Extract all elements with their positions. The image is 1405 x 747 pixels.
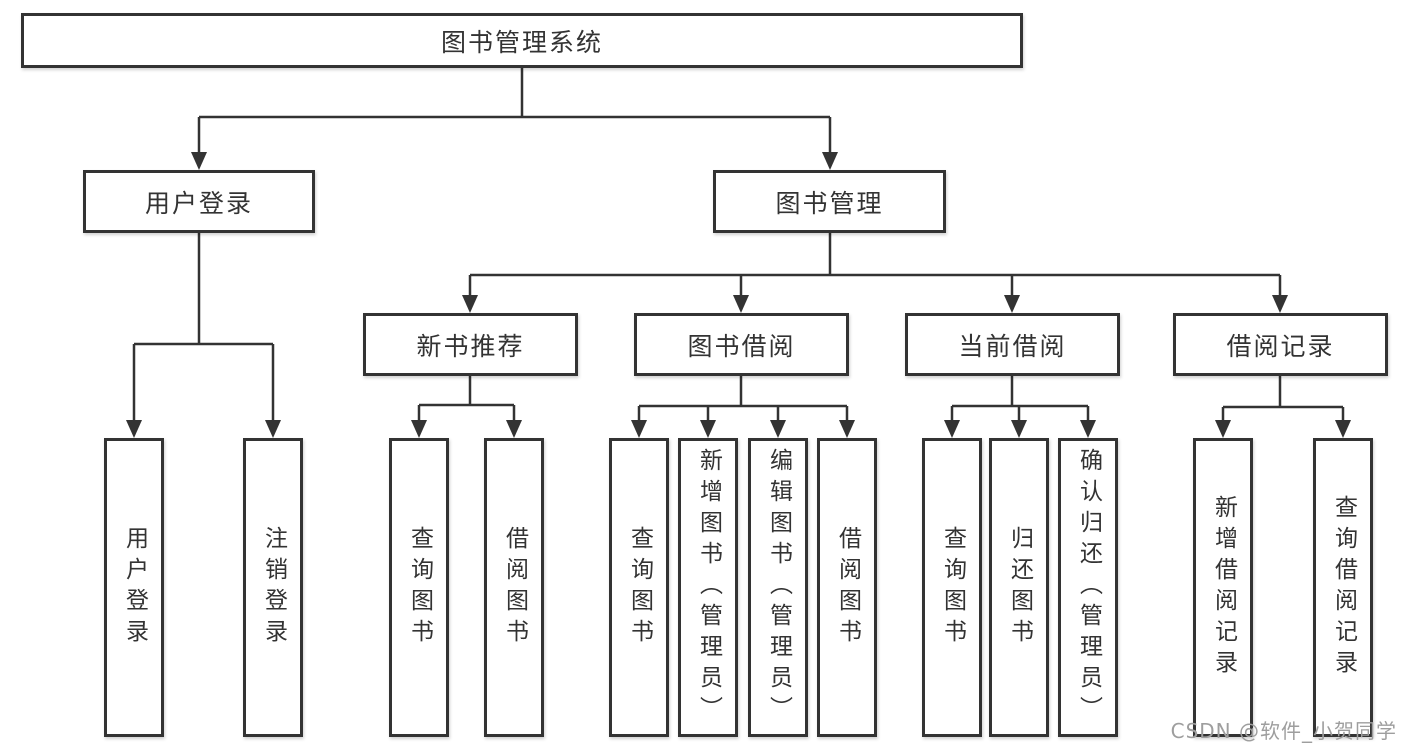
node-new-book-recommend: 新书推荐	[363, 313, 578, 376]
leaf-current-query-books: 查询图书	[922, 438, 982, 737]
node-user-login: 用户登录	[83, 170, 315, 233]
leaf-borrowing-query-books: 查询图书	[609, 438, 669, 737]
leaf-current-query-books-label: 查询图书	[939, 525, 966, 650]
leaf-add-books-admin-label: 新增图书（管理员）	[695, 448, 722, 727]
leaf-add-books-admin: 新增图书（管理员）	[678, 438, 738, 737]
leaf-logout: 注销登录	[243, 438, 303, 737]
leaf-confirm-return-admin: 确认归还（管理员）	[1058, 438, 1118, 737]
leaf-user-login: 用户登录	[104, 438, 164, 737]
leaf-borrowing-borrow-books: 借阅图书	[817, 438, 877, 737]
node-borrowing-records: 借阅记录	[1173, 313, 1388, 376]
leaf-recommend-query-books: 查询图书	[389, 438, 449, 737]
leaf-edit-books-admin-label: 编辑图书（管理员）	[765, 448, 792, 727]
leaf-add-borrow-record: 新增借阅记录	[1193, 438, 1253, 737]
leaf-borrowing-query-books-label: 查询图书	[626, 525, 653, 650]
leaf-add-borrow-record-label: 新增借阅记录	[1210, 494, 1237, 681]
leaf-recommend-borrow-books: 借阅图书	[484, 438, 544, 737]
leaf-logout-label: 注销登录	[260, 525, 287, 650]
leaf-edit-books-admin: 编辑图书（管理员）	[748, 438, 808, 737]
leaf-return-books: 归还图书	[989, 438, 1049, 737]
node-book-borrowing: 图书借阅	[634, 313, 849, 376]
node-root-system: 图书管理系统	[21, 13, 1023, 68]
leaf-query-borrow-record: 查询借阅记录	[1313, 438, 1373, 737]
leaf-recommend-borrow-books-label: 借阅图书	[501, 525, 528, 650]
csdn-watermark: CSDN @软件_小贺同学	[1170, 719, 1397, 743]
leaf-user-login-label: 用户登录	[121, 525, 148, 650]
node-book-management: 图书管理	[713, 170, 946, 233]
leaf-recommend-query-books-label: 查询图书	[406, 525, 433, 650]
leaf-query-borrow-record-label: 查询借阅记录	[1330, 494, 1357, 681]
leaf-return-books-label: 归还图书	[1006, 525, 1033, 650]
leaf-borrowing-borrow-books-label: 借阅图书	[834, 525, 861, 650]
node-current-borrowing: 当前借阅	[905, 313, 1120, 376]
leaf-confirm-return-admin-label: 确认归还（管理员）	[1075, 448, 1102, 727]
